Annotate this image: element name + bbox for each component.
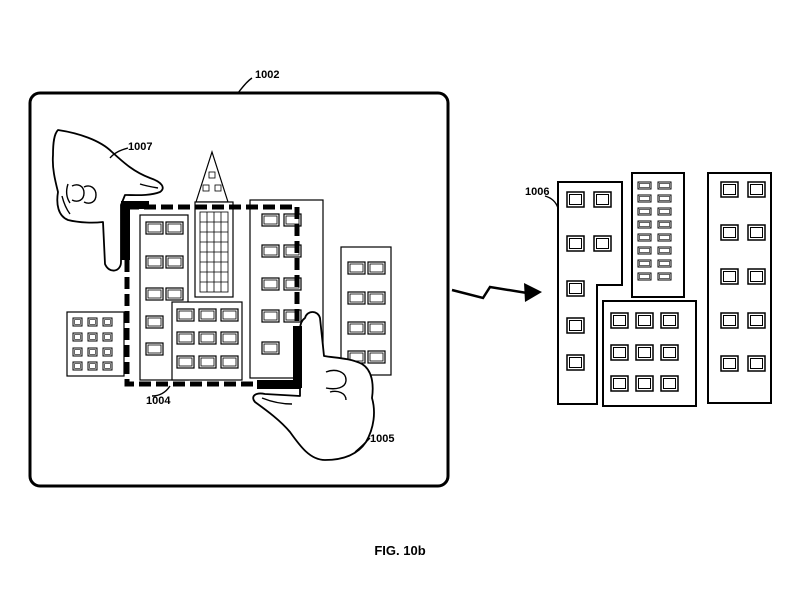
- result-building-front: [602, 300, 697, 407]
- label-1002: 1002: [255, 69, 279, 81]
- leader-1002: [237, 77, 253, 94]
- hand-left: [51, 129, 164, 272]
- hand-right: [252, 311, 375, 461]
- label-1006: 1006: [525, 186, 549, 198]
- city-scene: [66, 150, 392, 381]
- spire: [195, 150, 229, 203]
- building-far-right: [340, 246, 392, 376]
- label-1005: 1005: [370, 433, 394, 445]
- building-small-left: [66, 311, 125, 377]
- result-building-left: [557, 181, 623, 405]
- device-frame: [28, 91, 450, 488]
- building-grid-tower: [194, 201, 234, 298]
- label-1004: 1004: [146, 395, 171, 407]
- result-building-grid: [631, 172, 685, 298]
- building-front: [171, 301, 243, 381]
- figure-caption: FIG. 10b: [374, 543, 425, 558]
- leader-1006: [544, 195, 559, 209]
- transfer-arrow: [451, 283, 542, 302]
- leader-1005: [354, 437, 371, 453]
- result-city: [557, 172, 772, 407]
- leader-1007: [109, 147, 129, 159]
- label-1007: 1007: [128, 141, 152, 153]
- leader-1004: [151, 385, 171, 397]
- selection-rectangle: [124, 204, 300, 387]
- result-building-right: [707, 172, 772, 404]
